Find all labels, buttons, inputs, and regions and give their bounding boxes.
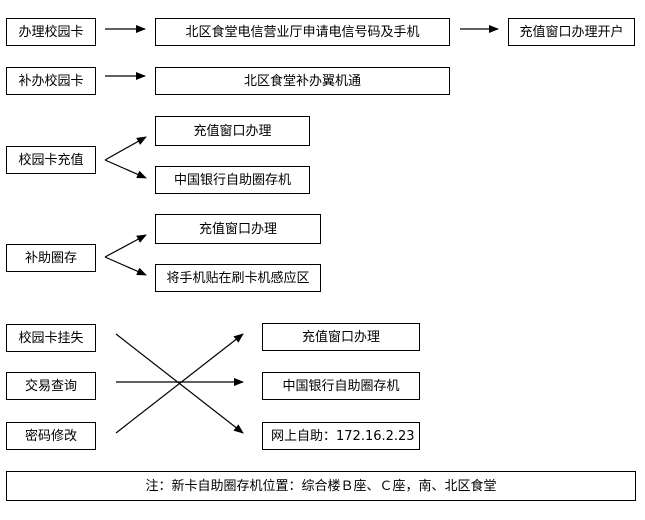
- box-report-loss: 校园卡挂失: [6, 324, 96, 352]
- box-recharge-window: 充值窗口办理: [155, 116, 310, 146]
- footer-note: 注：新卡自助圈存机位置：综合楼Ｂ座、Ｃ座，南、北区食堂: [6, 471, 636, 501]
- arrow-recharge-a: [104, 136, 147, 161]
- box-apply-card: 办理校园卡: [6, 18, 96, 46]
- box-transaction-query: 交易查询: [6, 372, 96, 400]
- box-service-atm: 中国银行自助圈存机: [262, 372, 420, 400]
- box-open-account: 充值窗口办理开户: [508, 18, 635, 46]
- box-service-window: 充值窗口办理: [262, 323, 420, 351]
- box-card-recharge: 校园卡充值: [6, 146, 96, 174]
- box-online-self-service: 网上自助：172.16.2.23: [262, 422, 420, 450]
- box-password-change: 密码修改: [6, 422, 96, 450]
- box-recharge-atm: 中国银行自助圈存机: [155, 166, 310, 194]
- arrow-subsidy-b: [104, 256, 147, 276]
- box-telecom-hall: 北区食堂电信营业厅申请电信号码及手机: [155, 18, 450, 46]
- box-subsidy: 补助圈存: [6, 244, 96, 272]
- box-reissue-location: 北区食堂补办翼机通: [155, 67, 450, 95]
- box-subsidy-phone: 将手机贴在刷卡机感应区: [155, 264, 321, 292]
- arrow-recharge-b: [104, 159, 147, 179]
- arrow-subsidy-a: [104, 234, 147, 258]
- box-reissue-card: 补办校园卡: [6, 67, 96, 95]
- arrow-cross-3: [115, 333, 244, 434]
- box-subsidy-window: 充值窗口办理: [155, 214, 321, 244]
